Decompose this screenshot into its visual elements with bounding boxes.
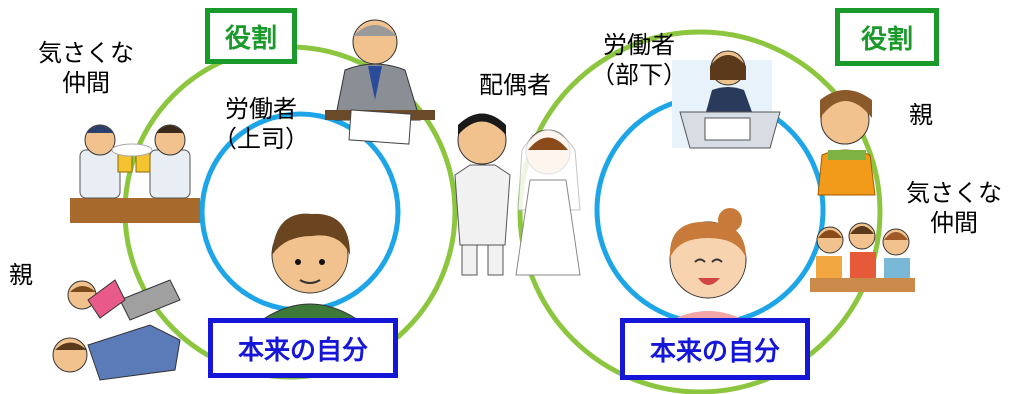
- mother-illustration: [817, 90, 876, 196]
- boy-self-illustration: [264, 213, 356, 331]
- office-worker-woman-illustration: [672, 50, 781, 149]
- left-self-box: 本来の自分: [208, 318, 398, 378]
- father-child-play-illustration: [52, 279, 181, 381]
- left-boss-line2: （上司）: [213, 125, 309, 153]
- right-friends-line2: 仲間: [930, 209, 978, 237]
- right-role-box: 役割: [835, 8, 939, 66]
- right-subordinate-line1: 労働者: [603, 31, 675, 59]
- right-self-box: 本来の自分: [620, 318, 810, 380]
- left-friends-line2: 仲間: [62, 69, 110, 97]
- left-friends-label: 気さくな 仲間: [38, 38, 134, 98]
- left-role-box: 役割: [205, 8, 297, 64]
- left-friends-line1: 気さくな: [38, 39, 134, 67]
- left-boss-line1: 労働者: [225, 95, 297, 123]
- friends-drinking-illustration: [70, 124, 200, 223]
- right-parent-label: 親: [909, 101, 933, 129]
- right-subordinate-line2: （部下）: [591, 61, 687, 89]
- women-friends-tea-illustration: [810, 222, 915, 292]
- left-parent-label: 親: [9, 261, 33, 289]
- woman-self-illustration: [668, 208, 748, 330]
- left-boss-label: 労働者 （上司）: [206, 94, 316, 154]
- businessman-boss-illustration: [325, 19, 435, 145]
- right-subordinate-label: 労働者 （部下）: [584, 30, 694, 90]
- right-outer-ring: [517, 29, 883, 394]
- bride-groom-illustration: [454, 113, 581, 276]
- spouse-label: 配偶者: [479, 71, 551, 99]
- right-friends-line1: 気さくな: [906, 179, 1002, 207]
- right-friends-label: 気さくな 仲間: [904, 178, 1004, 238]
